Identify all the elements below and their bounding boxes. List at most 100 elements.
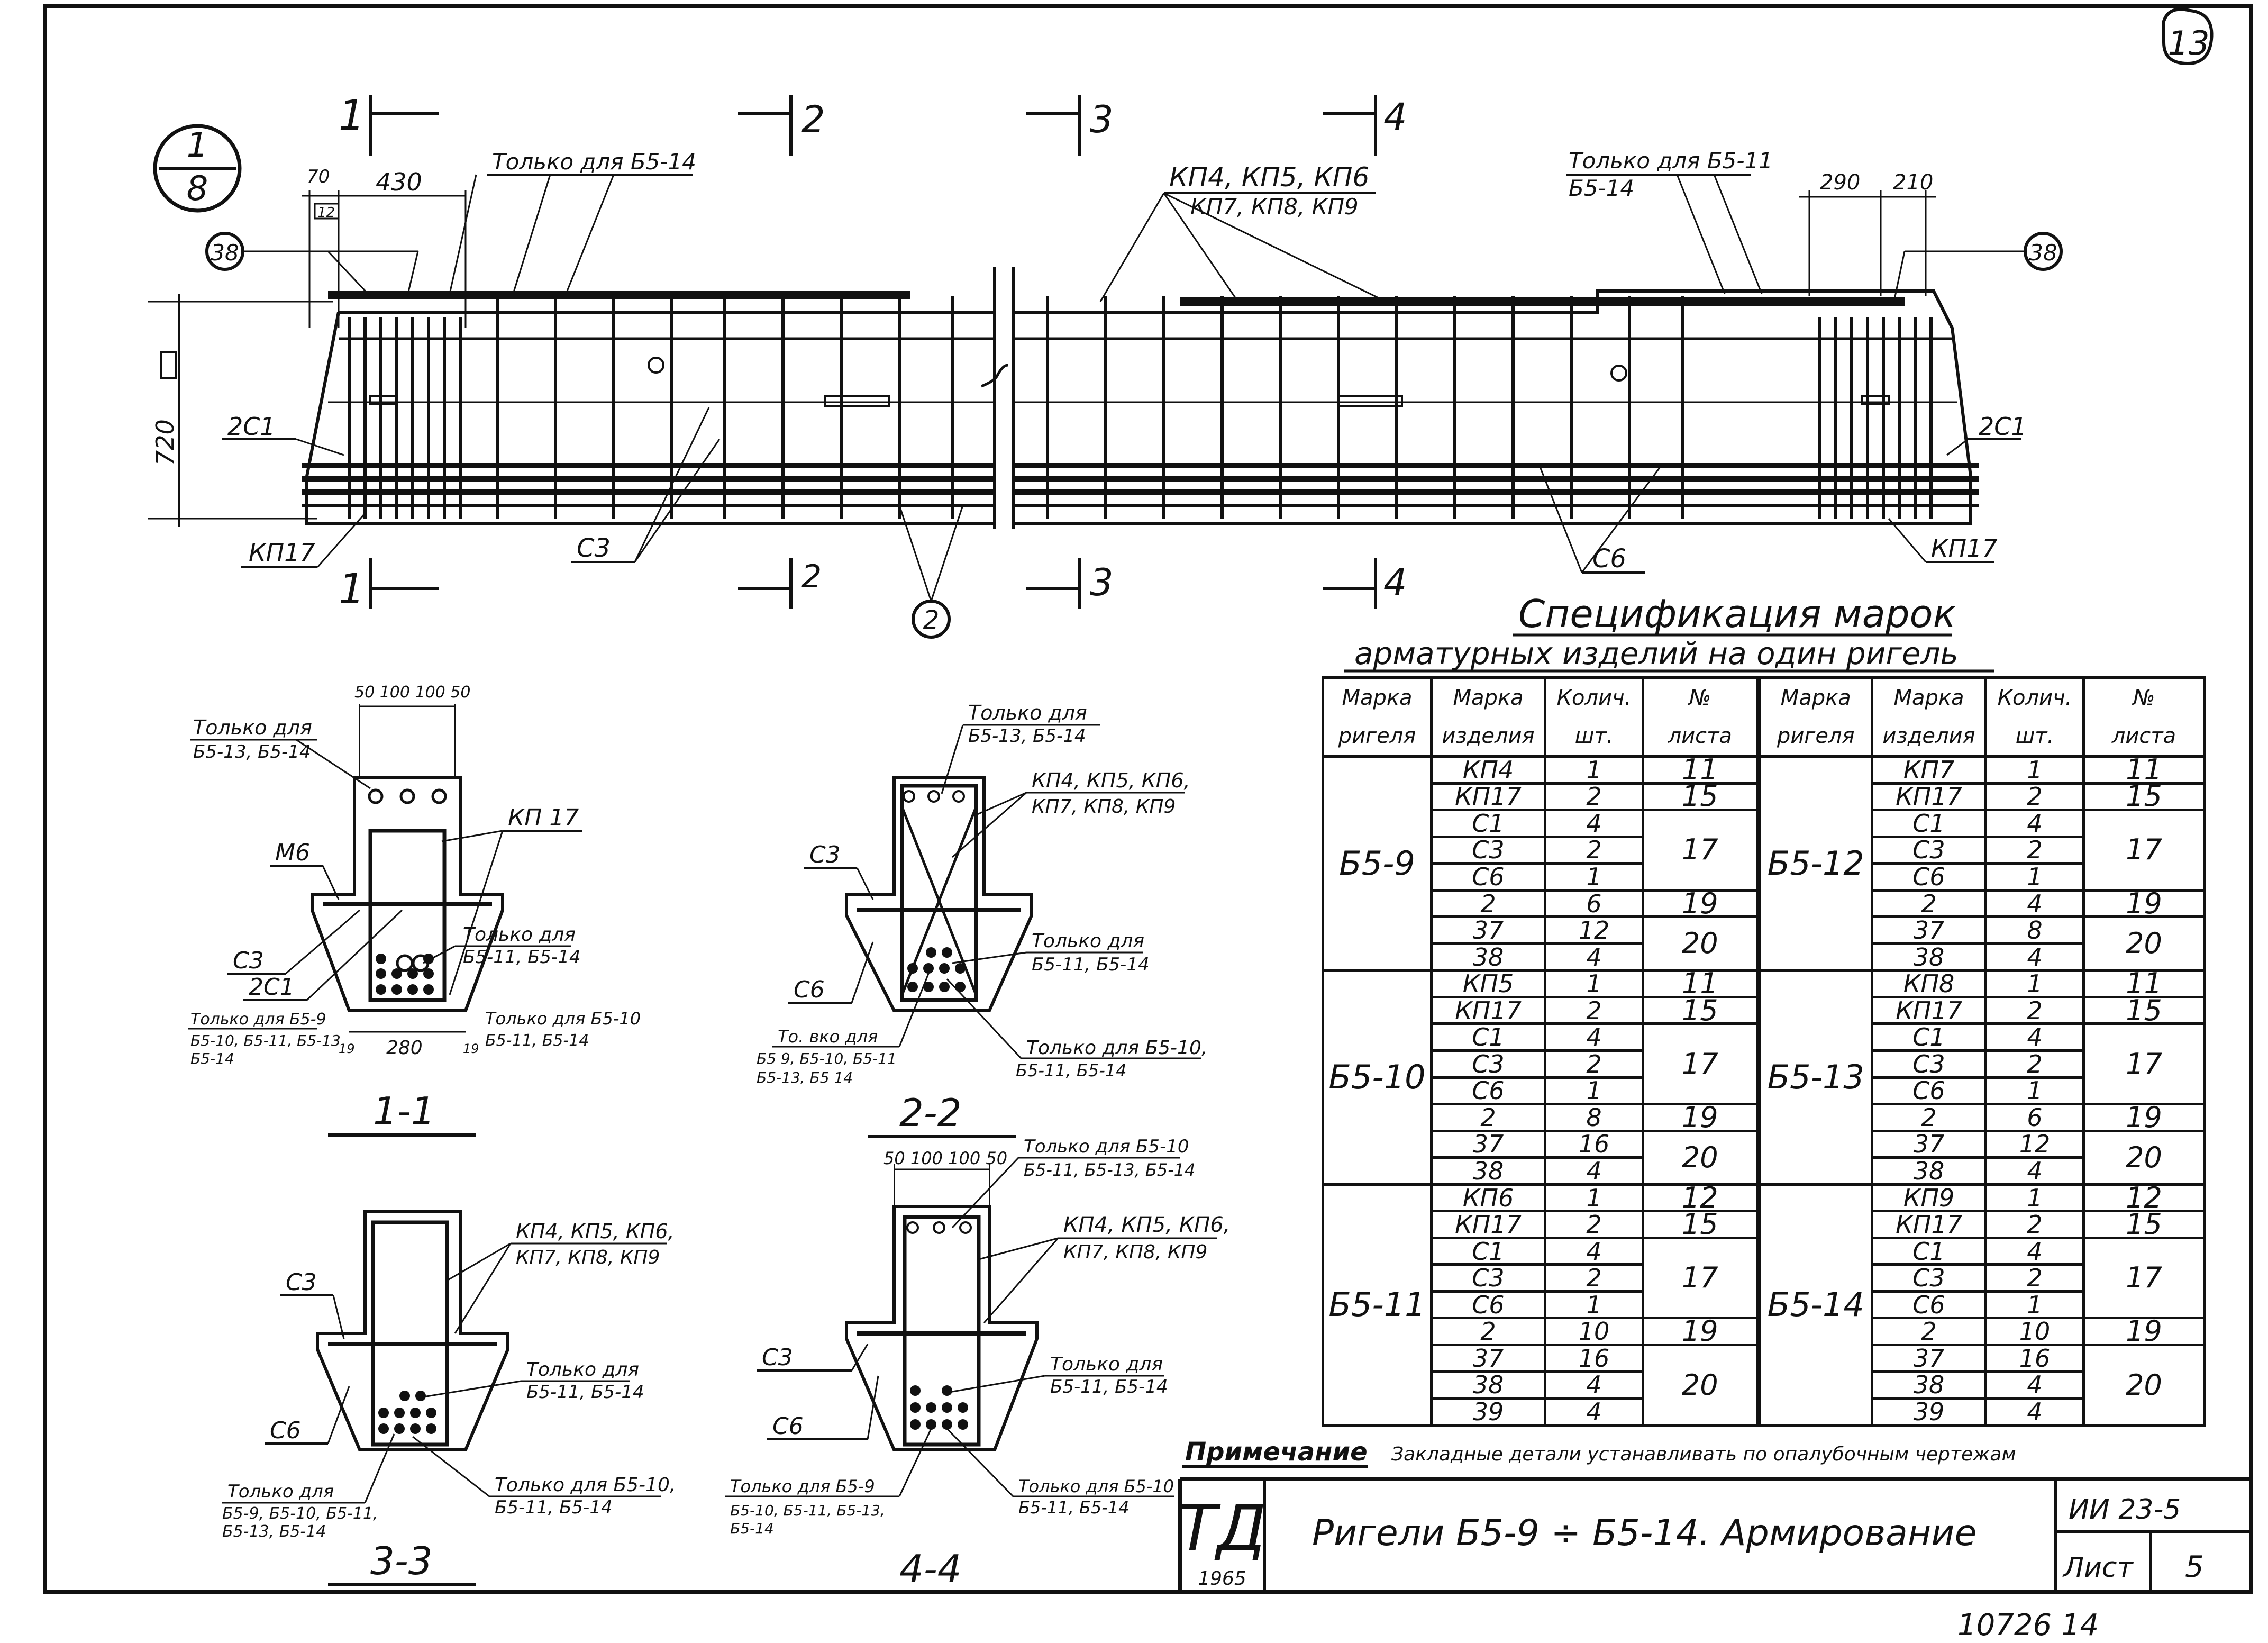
svg-text:Только для Б5-10,: Только для Б5-10, (1026, 1037, 1207, 1059)
sheet-number-cell: 15 (2082, 1210, 2206, 1239)
svg-text:4: 4 (1383, 95, 1407, 139)
svg-text:КП4, КП5, КП6: КП4, КП5, КП6 (1169, 162, 1369, 193)
item-mark-cell: 38 (1430, 942, 1546, 972)
sheet-number-cell: 17 (1642, 809, 1761, 892)
item-mark-cell: КП5 (1430, 969, 1546, 998)
svg-text:Только для Б5-10: Только для Б5-10 (1018, 1476, 1174, 1496)
svg-text:ТД: ТД (1178, 1492, 1266, 1566)
sheet-number-cell: 19 (2082, 888, 2206, 919)
header-sheet-no-2: листа (1642, 717, 1761, 758)
svg-text:Только для: Только для (193, 716, 312, 739)
item-mark-cell: 37 (1871, 915, 1987, 945)
svg-text:Только для: Только для (227, 1481, 334, 1502)
svg-text:1965: 1965 (1198, 1568, 1246, 1590)
sheet-number-cell: 19 (2082, 1317, 2206, 1347)
quantity-cell: 2 (1984, 782, 2085, 812)
quantity-cell: 4 (1984, 942, 2085, 972)
quantity-cell: 1 (1544, 969, 1644, 998)
svg-text:10726 14: 10726 14 (1957, 1608, 2099, 1642)
svg-text:Б5-13, Б5-14: Б5-13, Б5-14 (222, 1522, 326, 1541)
title-block: ТД 1965 Ригели Б5-9 ÷ Б5-14. Армирование… (1178, 1477, 2251, 1642)
svg-text:С6: С6 (270, 1417, 301, 1444)
item-mark-cell: КП17 (1871, 1210, 1987, 1239)
svg-text:КП4, КП5, КП6,: КП4, КП5, КП6, (1063, 1213, 1230, 1237)
svg-text:2: 2 (801, 98, 825, 141)
quantity-cell: 2 (1544, 1263, 1644, 1293)
item-mark-cell: С6 (1430, 1076, 1546, 1106)
item-mark-cell: 2 (1871, 1103, 1987, 1132)
svg-text:КП17: КП17 (1931, 534, 1998, 562)
sheet-number-mark: 13 (2162, 7, 2214, 66)
header-item-mark: Марка (1871, 676, 1987, 717)
item-mark-cell: С6 (1871, 1076, 1987, 1106)
item-mark-cell: С3 (1871, 1263, 1987, 1293)
item-mark-cell: 2 (1430, 888, 1546, 919)
sheet-number-cell: 15 (2082, 995, 2206, 1025)
svg-text:Б5-11, Б5-14: Б5-11, Б5-14 (495, 1497, 613, 1518)
sheet-number-cell: 17 (2082, 1236, 2206, 1320)
svg-text:1: 1 (187, 126, 208, 165)
svg-text:19: 19 (339, 1041, 355, 1056)
svg-text:Б5-11, Б5-14: Б5-11, Б5-14 (463, 947, 581, 968)
header-item-mark-2: изделия (1871, 717, 1987, 758)
quantity-cell: 1 (1544, 862, 1644, 892)
item-mark-cell: 38 (1430, 1156, 1546, 1186)
sheet-number-cell: 20 (1642, 1129, 1761, 1186)
sheet-number-cell: 11 (2082, 755, 2206, 785)
item-mark-cell: С6 (1430, 862, 1546, 892)
quantity-cell: 4 (1984, 1156, 2085, 1186)
quantity-cell: 1 (1544, 1183, 1644, 1213)
quantity-cell: 4 (1984, 1397, 2085, 1427)
svg-text:Только для: Только для (526, 1359, 639, 1381)
svg-text:430: 430 (376, 168, 422, 196)
item-mark-cell: 2 (1871, 888, 1987, 919)
header-rigel-mark: Марка (1757, 676, 1873, 717)
spec-heading: Спецификация марок арматурных изделий на… (1344, 592, 1994, 673)
svg-text:1-1: 1-1 (373, 1089, 435, 1133)
header-qty-2: шт. (1984, 717, 2085, 758)
quantity-cell: 4 (1984, 1370, 2085, 1400)
item-mark-cell: 2 (1430, 1317, 1546, 1347)
svg-text:720: 720 (151, 419, 179, 466)
item-mark-cell: С3 (1430, 835, 1546, 865)
rigel-elevation: 720 70 430 12 290 210 Только для Б5-14 Т… (148, 92, 2063, 639)
quantity-cell: 2 (1544, 995, 1644, 1025)
svg-text:4-4: 4-4 (899, 1547, 962, 1591)
quantity-cell: 6 (1984, 1103, 2085, 1132)
svg-text:КП7, КП8, КП9: КП7, КП8, КП9 (1190, 194, 1359, 220)
svg-text:1: 1 (339, 92, 365, 140)
svg-text:Примечание: Примечание (1185, 1437, 1368, 1467)
svg-text:1: 1 (339, 566, 365, 613)
header-rigel-mark: Марка (1322, 676, 1433, 717)
quantity-cell: 2 (1544, 1210, 1644, 1239)
svg-text:2С1: 2С1 (227, 412, 276, 441)
sheet-number-cell: 12 (2082, 1183, 2206, 1213)
svg-text:Б5-11, Б5-14: Б5-11, Б5-14 (1018, 1497, 1130, 1518)
quantity-cell: 4 (1984, 1236, 2085, 1266)
quantity-cell: 1 (1984, 862, 2085, 892)
quantity-cell: 10 (1544, 1317, 1644, 1347)
header-sheet-no: № (2082, 676, 2206, 717)
quantity-cell: 2 (1984, 1210, 2085, 1239)
svg-text:Б5-11, Б5-13, Б5-14: Б5-11, Б5-13, Б5-14 (1024, 1160, 1195, 1180)
quantity-cell: 8 (1984, 915, 2085, 945)
section-1-1: 50 100 100 50 Только для Б5-13, Б5-14 КП… (188, 683, 641, 1137)
svg-text:Б5-10, Б5-11, Б5-13,: Б5-10, Б5-11, Б5-13, (730, 1502, 885, 1519)
quantity-cell: 2 (1544, 1049, 1644, 1079)
svg-text:ИИ 23-5: ИИ 23-5 (2069, 1494, 2181, 1526)
item-mark-cell: С6 (1871, 862, 1987, 892)
svg-text:Б5-13, Б5-14: Б5-13, Б5-14 (193, 741, 311, 763)
svg-text:Только для Б5-11: Только для Б5-11 (1569, 148, 1773, 174)
svg-text:Только для Б5-10,: Только для Б5-10, (495, 1474, 676, 1496)
item-mark-cell: 37 (1430, 1344, 1546, 1373)
svg-text:КП4, КП5, КП6,: КП4, КП5, КП6, (516, 1220, 675, 1243)
quantity-cell: 4 (1544, 942, 1644, 972)
